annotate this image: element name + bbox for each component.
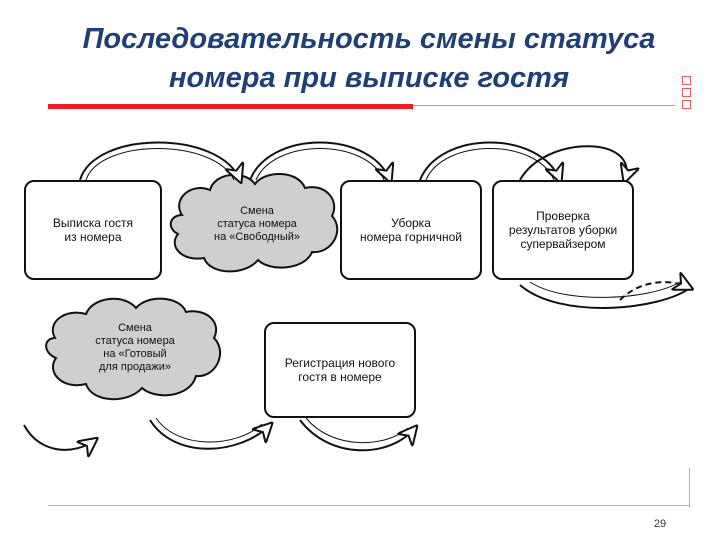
node-inspection: Проверка результатов уборки супервайзеро… — [492, 180, 634, 280]
node-inspection-label: Проверка результатов уборки супервайзеро… — [508, 209, 618, 251]
cloud-shape-ready — [45, 297, 221, 401]
node-checkout-label: Выписка гостя из номера — [52, 216, 134, 244]
title-line-2: номера при выписке гостя — [168, 62, 570, 94]
node-checkout: Выписка гостя из номера — [24, 180, 162, 280]
arrow-status-ready-to-registration — [149, 419, 270, 450]
arrow-cleaning-to-inspection — [419, 141, 560, 181]
arrow-status-to-cleaning — [249, 141, 390, 181]
cloud-status-ready-label: Смена статуса номера на «Готовый для про… — [95, 322, 175, 373]
corner-square-decor — [682, 88, 691, 97]
node-registration: Регистрация нового гостя в номере — [264, 322, 416, 418]
title-underline-thin — [413, 105, 675, 106]
arrow-incoming-left — [23, 424, 95, 450]
arrow-loop-top — [519, 145, 627, 180]
arrow-checkout-to-status — [79, 141, 240, 181]
node-cleaning: Уборка номера горничной — [340, 180, 482, 280]
corner-square-decor — [682, 100, 691, 109]
arrow-inspection-return — [519, 284, 691, 309]
node-cleaning-label: Уборка номера горничной — [360, 216, 462, 244]
cloud-status-free-label: Смена статуса номера на «Свободный» — [214, 205, 300, 243]
corner-square-decor — [682, 76, 691, 85]
slide-title: Последовательность смены статуса номера … — [24, 20, 714, 98]
node-registration-label: Регистрация нового гостя в номере — [284, 356, 396, 384]
bottom-border-line — [48, 505, 690, 506]
title-line-1: Последовательность смены статуса — [82, 23, 656, 55]
arrow-registration-out — [299, 419, 415, 452]
page-number: 29 — [653, 518, 667, 530]
title-underline-bar — [48, 104, 413, 109]
